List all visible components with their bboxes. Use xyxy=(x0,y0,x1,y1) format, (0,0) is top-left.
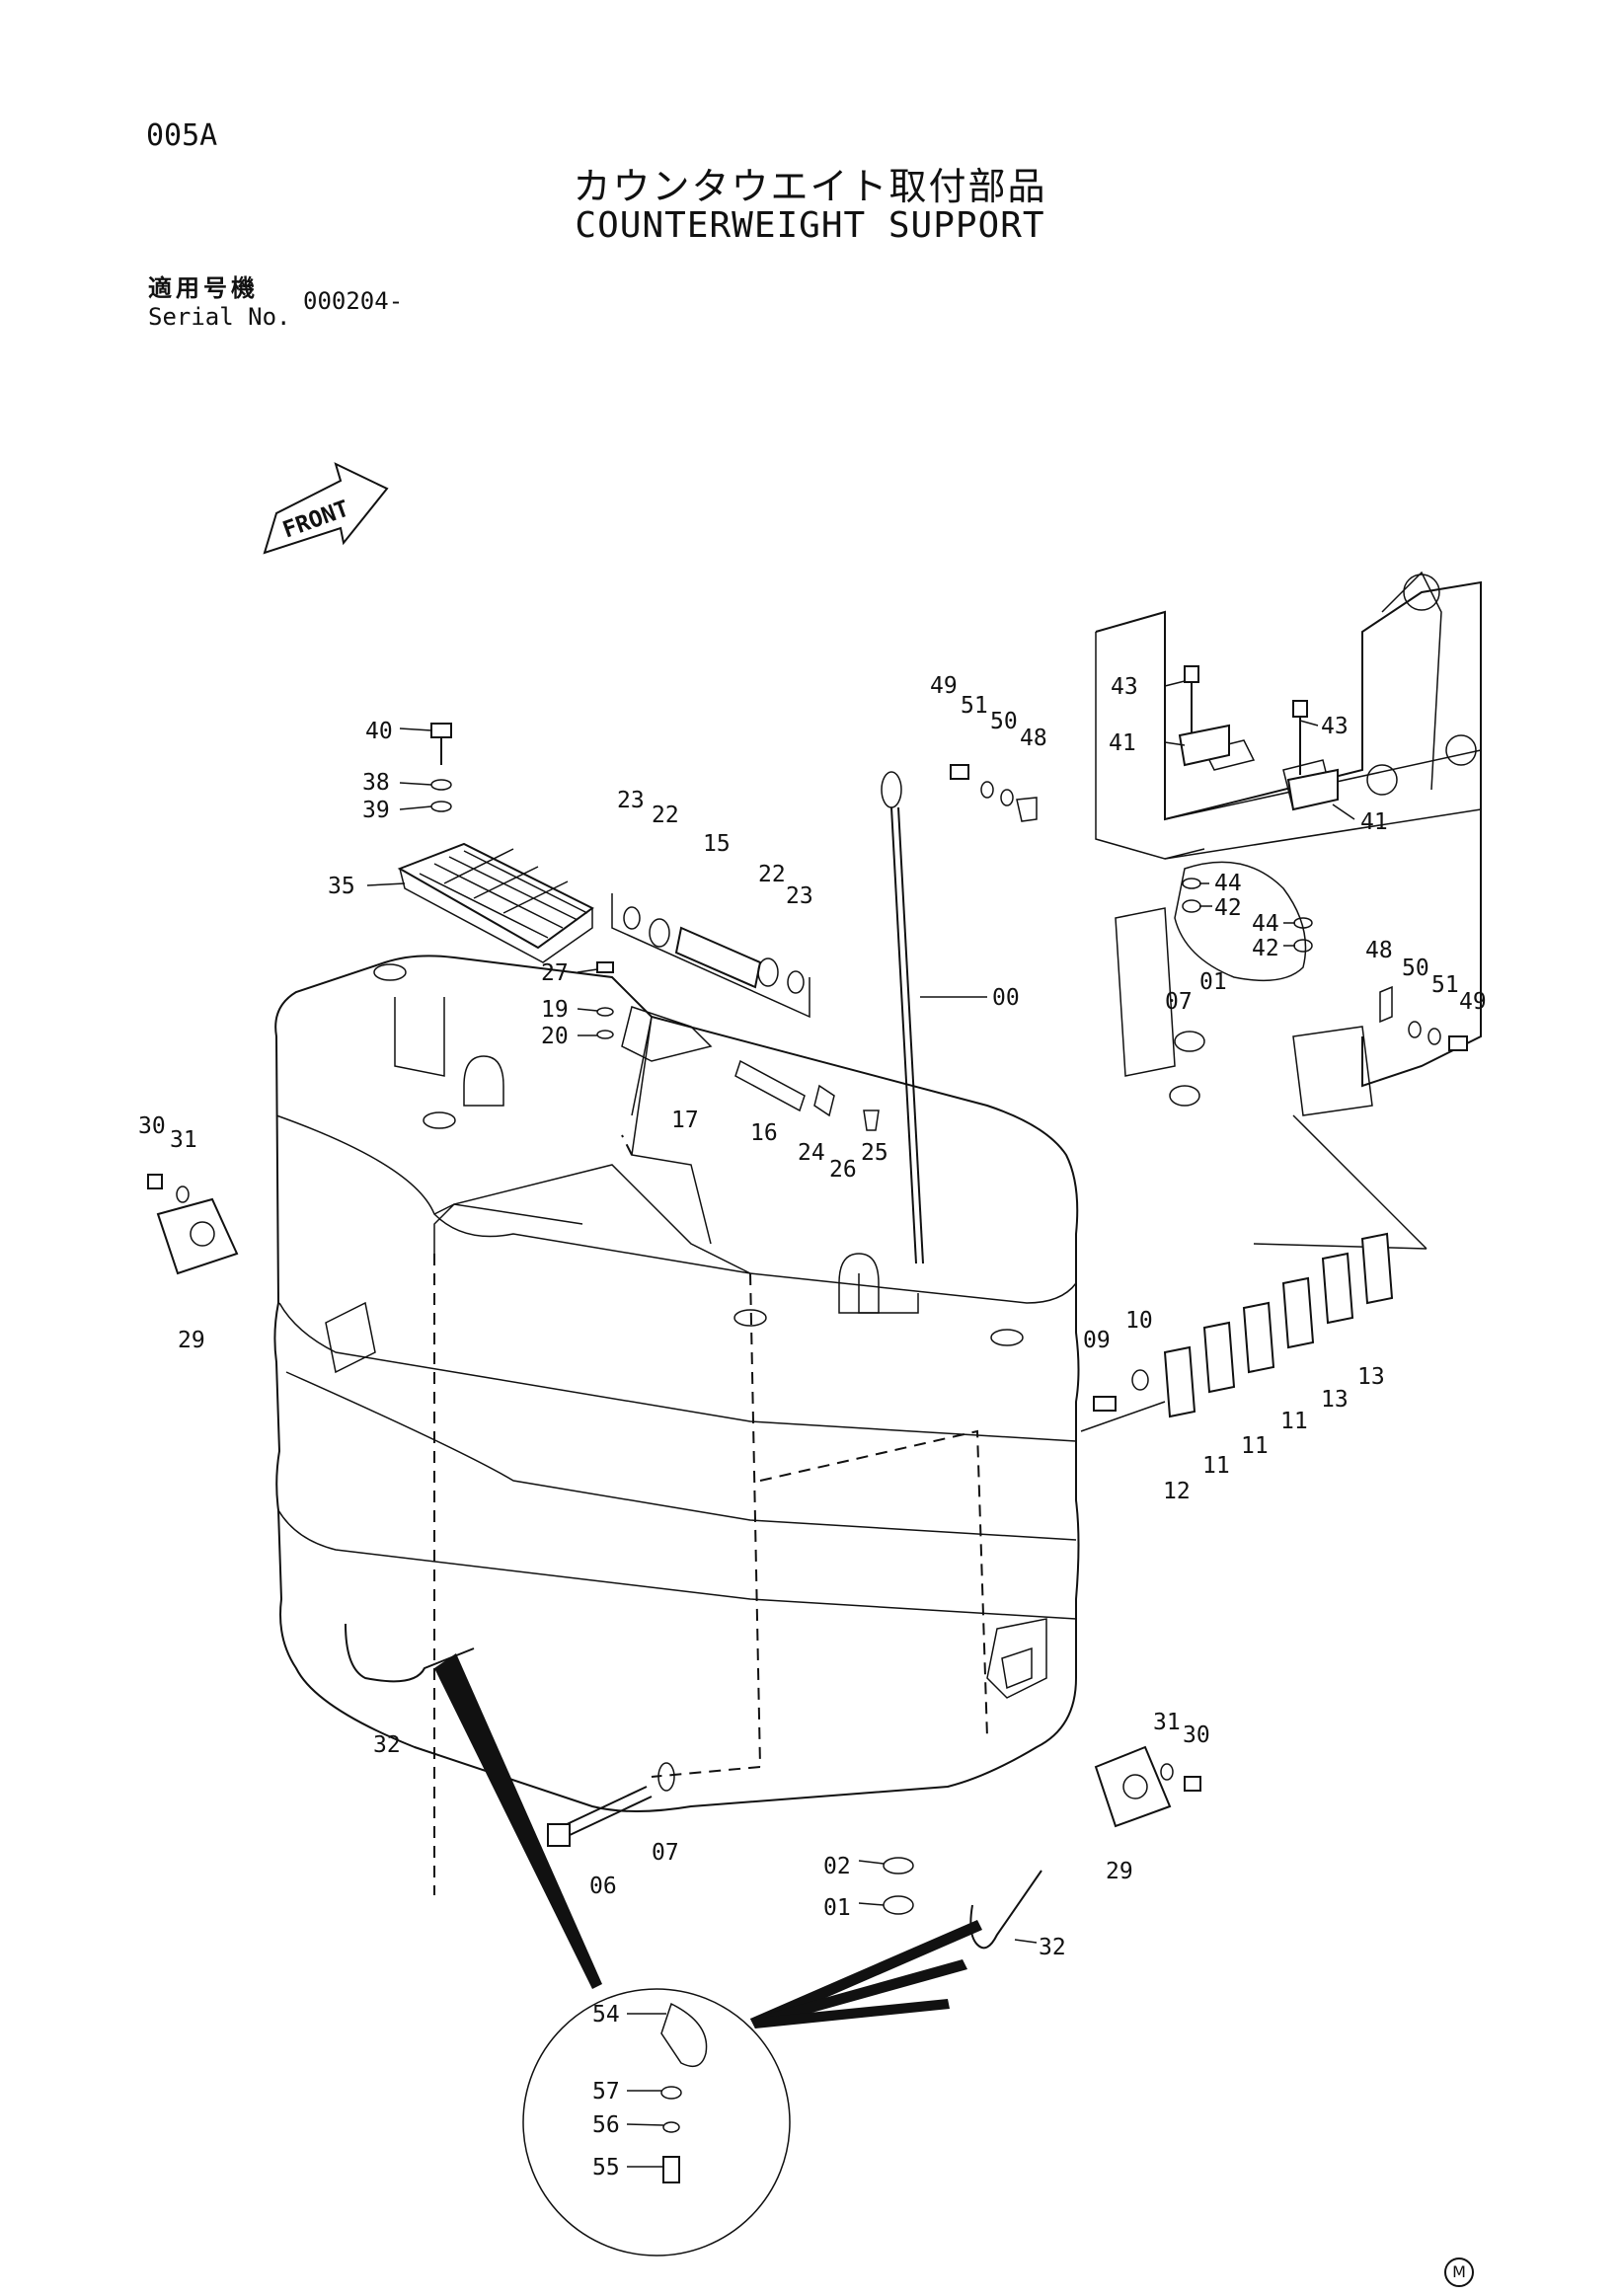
callout-13-b: 13 xyxy=(1357,1364,1385,1390)
callout-51-a: 51 xyxy=(961,693,988,719)
machine-frame xyxy=(1095,571,1482,1250)
callout-19: 19 xyxy=(541,997,569,1023)
callout-01-nut: 01 xyxy=(823,1895,851,1921)
callout-22-b: 22 xyxy=(758,862,786,887)
callout-23-b: 23 xyxy=(786,883,813,909)
callout-41-a: 41 xyxy=(1109,730,1136,756)
callout-56: 56 xyxy=(592,2112,620,2138)
callout-09: 09 xyxy=(1083,1328,1111,1353)
callout-20: 20 xyxy=(541,1024,569,1049)
callout-11-b: 11 xyxy=(1241,1433,1269,1459)
page-title-english: COUNTERWEIGHT SUPPORT xyxy=(575,205,1045,246)
callout-11-a: 11 xyxy=(1202,1453,1230,1479)
shim-stack xyxy=(1080,1232,1394,1432)
callout-43-a: 43 xyxy=(1111,674,1138,700)
callout-15: 15 xyxy=(703,831,731,857)
callout-41-b: 41 xyxy=(1360,809,1388,835)
callout-57: 57 xyxy=(592,2079,620,2105)
lifting-rod xyxy=(881,771,987,1264)
counterweight-body xyxy=(273,955,1080,1895)
callout-44-b: 44 xyxy=(1252,911,1279,937)
callout-07-body: 07 xyxy=(652,1840,679,1866)
callout-30-left: 30 xyxy=(138,1113,166,1139)
callout-27: 27 xyxy=(541,960,569,986)
callout-43-b: 43 xyxy=(1321,714,1349,739)
callout-35: 35 xyxy=(328,874,355,899)
pin-assembly xyxy=(596,893,880,1131)
callout-30-right: 30 xyxy=(1183,1722,1210,1748)
callout-06: 06 xyxy=(589,1874,617,1899)
callout-32-right: 32 xyxy=(1039,1935,1066,1960)
callout-49-b: 49 xyxy=(1459,989,1487,1015)
callout-10: 10 xyxy=(1125,1308,1153,1334)
callout-26: 26 xyxy=(829,1157,857,1183)
callout-00: 00 xyxy=(992,985,1020,1011)
serial-label-japanese: 適用号機 xyxy=(148,274,259,302)
callout-16: 16 xyxy=(750,1120,778,1146)
callout-07-frame: 07 xyxy=(1165,989,1193,1015)
bolt-40-icon xyxy=(430,723,452,812)
callout-13-a: 13 xyxy=(1321,1387,1349,1413)
callout-32-left: 32 xyxy=(373,1732,401,1758)
cover-plates xyxy=(156,1197,1172,1828)
callout-31-right: 31 xyxy=(1153,1710,1181,1735)
callout-02: 02 xyxy=(823,1854,851,1879)
callout-29-left: 29 xyxy=(178,1328,205,1353)
callout-12: 12 xyxy=(1163,1479,1191,1504)
callout-29-right: 29 xyxy=(1106,1859,1133,1884)
front-arrow-icon: FRONT xyxy=(263,462,389,555)
callout-40: 40 xyxy=(365,719,393,744)
callout-39: 39 xyxy=(362,798,390,823)
callout-48-a: 48 xyxy=(1020,726,1047,751)
page-title-japanese: カウンタウエイト取付部品 xyxy=(573,165,1047,208)
page-code: 005A xyxy=(146,118,218,153)
callout-38: 38 xyxy=(362,770,390,796)
callout-31-left: 31 xyxy=(170,1127,197,1153)
callout-51-b: 51 xyxy=(1431,972,1459,998)
callout-50-b: 50 xyxy=(1402,956,1429,981)
leader-lines xyxy=(366,680,1355,2168)
callout-44-a: 44 xyxy=(1214,871,1242,896)
serial-label-english: Serial No. xyxy=(148,303,291,331)
callout-25: 25 xyxy=(861,1140,888,1166)
frame-hardware xyxy=(147,665,1468,1792)
callout-22-a: 22 xyxy=(652,803,679,828)
callout-48-b: 48 xyxy=(1365,938,1393,963)
callout-11-c: 11 xyxy=(1280,1409,1308,1434)
callout-42-b: 42 xyxy=(1252,936,1279,961)
part-callouts: 00 01 01 02 06 07 07 09 10 11 11 11 12 1… xyxy=(138,673,1487,2181)
callout-23-a: 23 xyxy=(617,788,645,813)
serial-value: 000204- xyxy=(303,287,404,315)
footer-mark: M xyxy=(1444,2258,1474,2287)
callout-50-a: 50 xyxy=(990,709,1018,734)
callout-54: 54 xyxy=(592,2002,620,2028)
callout-01-frame: 01 xyxy=(1199,969,1227,995)
callout-24: 24 xyxy=(798,1140,825,1166)
callout-42-a: 42 xyxy=(1214,895,1242,921)
detail-circle xyxy=(434,1653,982,2257)
callout-17: 17 xyxy=(671,1108,699,1133)
callout-49-a: 49 xyxy=(930,673,958,699)
step-plate xyxy=(397,842,594,963)
harness-32 xyxy=(345,1623,1042,1950)
bolt-06-icon xyxy=(547,1031,1205,1915)
callout-55: 55 xyxy=(592,2155,620,2181)
